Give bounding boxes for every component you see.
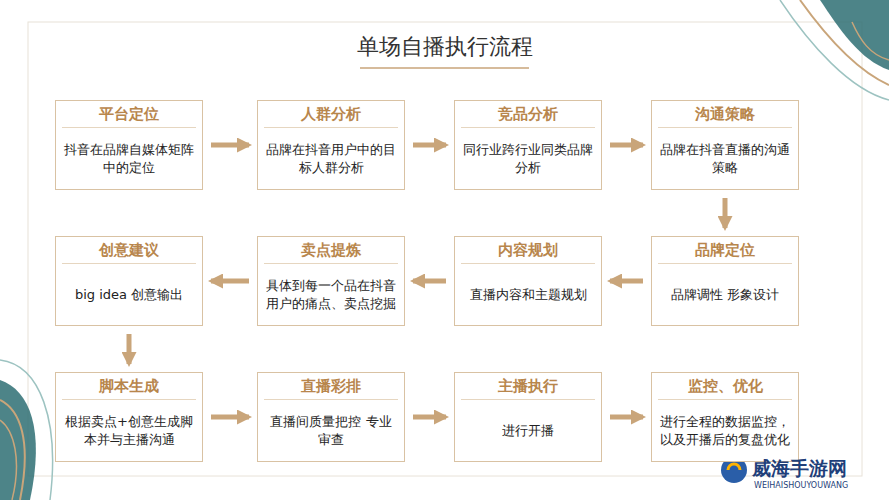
box-heading: 竞品分析 xyxy=(461,101,595,128)
box-description: 具体到每一个品在抖音用户的痛点、卖点挖掘 xyxy=(258,264,404,325)
box-description: 抖音在品牌自媒体矩阵中的定位 xyxy=(56,128,202,189)
process-box: 监控、优化进行全程的数据监控，以及开播后的复盘优化 xyxy=(651,372,799,462)
process-box: 创意建议big idea 创意输出 xyxy=(55,236,203,326)
process-box: 脚本生成根据卖点+创意生成脚本并与主播沟通 xyxy=(55,372,203,462)
process-box: 竞品分析同行业跨行业同类品牌分析 xyxy=(454,100,602,190)
flow-arrow xyxy=(413,279,446,284)
process-box: 主播执行进行开播 xyxy=(454,372,602,462)
process-box: 平台定位抖音在品牌自媒体矩阵中的定位 xyxy=(55,100,203,190)
flow-arrow xyxy=(413,415,446,420)
process-box: 品牌定位品牌调性 形象设计 xyxy=(651,236,799,326)
flow-arrow xyxy=(610,415,643,420)
flow-arrow xyxy=(127,334,132,364)
box-description: 根据卖点+创意生成脚本并与主播沟通 xyxy=(56,400,202,461)
box-heading: 创意建议 xyxy=(62,237,196,264)
box-heading: 平台定位 xyxy=(62,101,196,128)
watermark-text: 威海手游网 xyxy=(752,456,847,482)
box-description: 同行业跨行业同类品牌分析 xyxy=(455,128,601,189)
flow-arrow xyxy=(610,143,643,148)
box-description: 品牌在抖音用户中的目标人群分析 xyxy=(258,128,404,189)
flow-arrow xyxy=(211,143,249,148)
process-box: 人群分析品牌在抖音用户中的目标人群分析 xyxy=(257,100,405,190)
box-heading: 人群分析 xyxy=(264,101,398,128)
box-heading: 沟通策略 xyxy=(658,101,792,128)
box-heading: 卖点提炼 xyxy=(264,237,398,264)
flow-arrow xyxy=(413,143,446,148)
flow-arrow xyxy=(610,279,643,284)
box-description: 进行开播 xyxy=(455,400,601,461)
process-box: 内容规划直播内容和主题规划 xyxy=(454,236,602,326)
outer-frame xyxy=(28,22,862,476)
box-description: 直播内容和主题规划 xyxy=(455,264,601,325)
flow-arrow xyxy=(211,415,249,420)
title-underline xyxy=(360,67,529,69)
process-box: 直播彩排直播间质量把控 专业审查 xyxy=(257,372,405,462)
flow-arrow xyxy=(723,198,728,228)
process-box: 卖点提炼具体到每一个品在抖音用户的痛点、卖点挖掘 xyxy=(257,236,405,326)
box-description: big idea 创意输出 xyxy=(56,264,202,325)
box-heading: 品牌定位 xyxy=(658,237,792,264)
box-description: 直播间质量把控 专业审查 xyxy=(258,400,404,461)
box-heading: 主播执行 xyxy=(461,373,595,400)
box-description: 品牌调性 形象设计 xyxy=(652,264,798,325)
box-description: 品牌在抖音直播的沟通策略 xyxy=(652,128,798,189)
box-heading: 监控、优化 xyxy=(658,373,792,400)
diagram-title: 单场自播执行流程 xyxy=(0,32,889,62)
box-heading: 内容规划 xyxy=(461,237,595,264)
box-description: 进行全程的数据监控，以及开播后的复盘优化 xyxy=(652,400,798,461)
process-box: 沟通策略品牌在抖音直播的沟通策略 xyxy=(651,100,799,190)
watermark-text: WEIHAISHOUYOUWANG xyxy=(754,481,848,490)
box-heading: 脚本生成 xyxy=(62,373,196,400)
flow-arrow xyxy=(211,279,249,284)
box-heading: 直播彩排 xyxy=(264,373,398,400)
